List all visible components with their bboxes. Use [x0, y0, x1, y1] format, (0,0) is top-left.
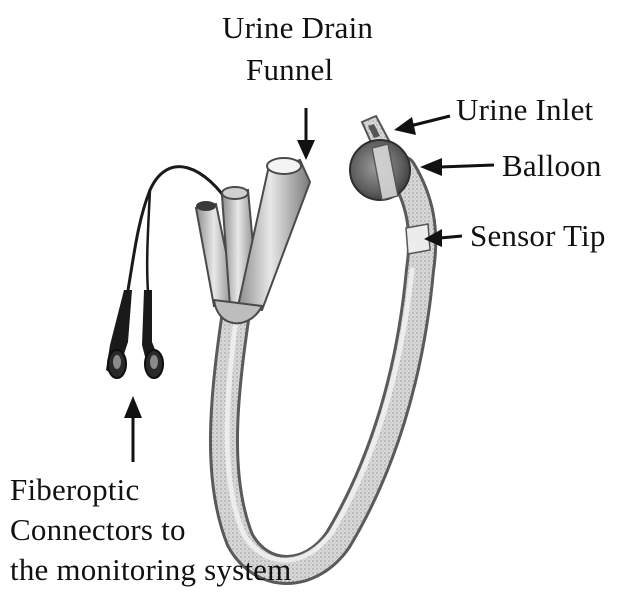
arrow-urine-drain-funnel [297, 108, 315, 160]
label-urine-drain-funnel-line2: Funnel [246, 52, 333, 88]
label-urine-inlet: Urine Inlet [456, 92, 593, 128]
label-fiberoptic-line3: the monitoring system [10, 552, 291, 588]
label-sensor-tip: Sensor Tip [470, 218, 606, 254]
label-urine-drain-funnel-line1: Urine Drain [222, 10, 373, 46]
label-fiberoptic-line2: Connectors to [10, 512, 186, 548]
label-fiberoptic-line1: Fiberoptic [10, 472, 139, 508]
arrow-fiberoptic [124, 396, 142, 462]
arrows [124, 108, 494, 462]
fiberoptic-connectors [106, 290, 163, 378]
catheter-shaft [224, 170, 422, 570]
label-balloon: Balloon [502, 148, 602, 184]
fiberoptic-cable-branch [147, 190, 150, 292]
arrow-urine-inlet [394, 116, 450, 135]
arrow-balloon [420, 158, 494, 176]
